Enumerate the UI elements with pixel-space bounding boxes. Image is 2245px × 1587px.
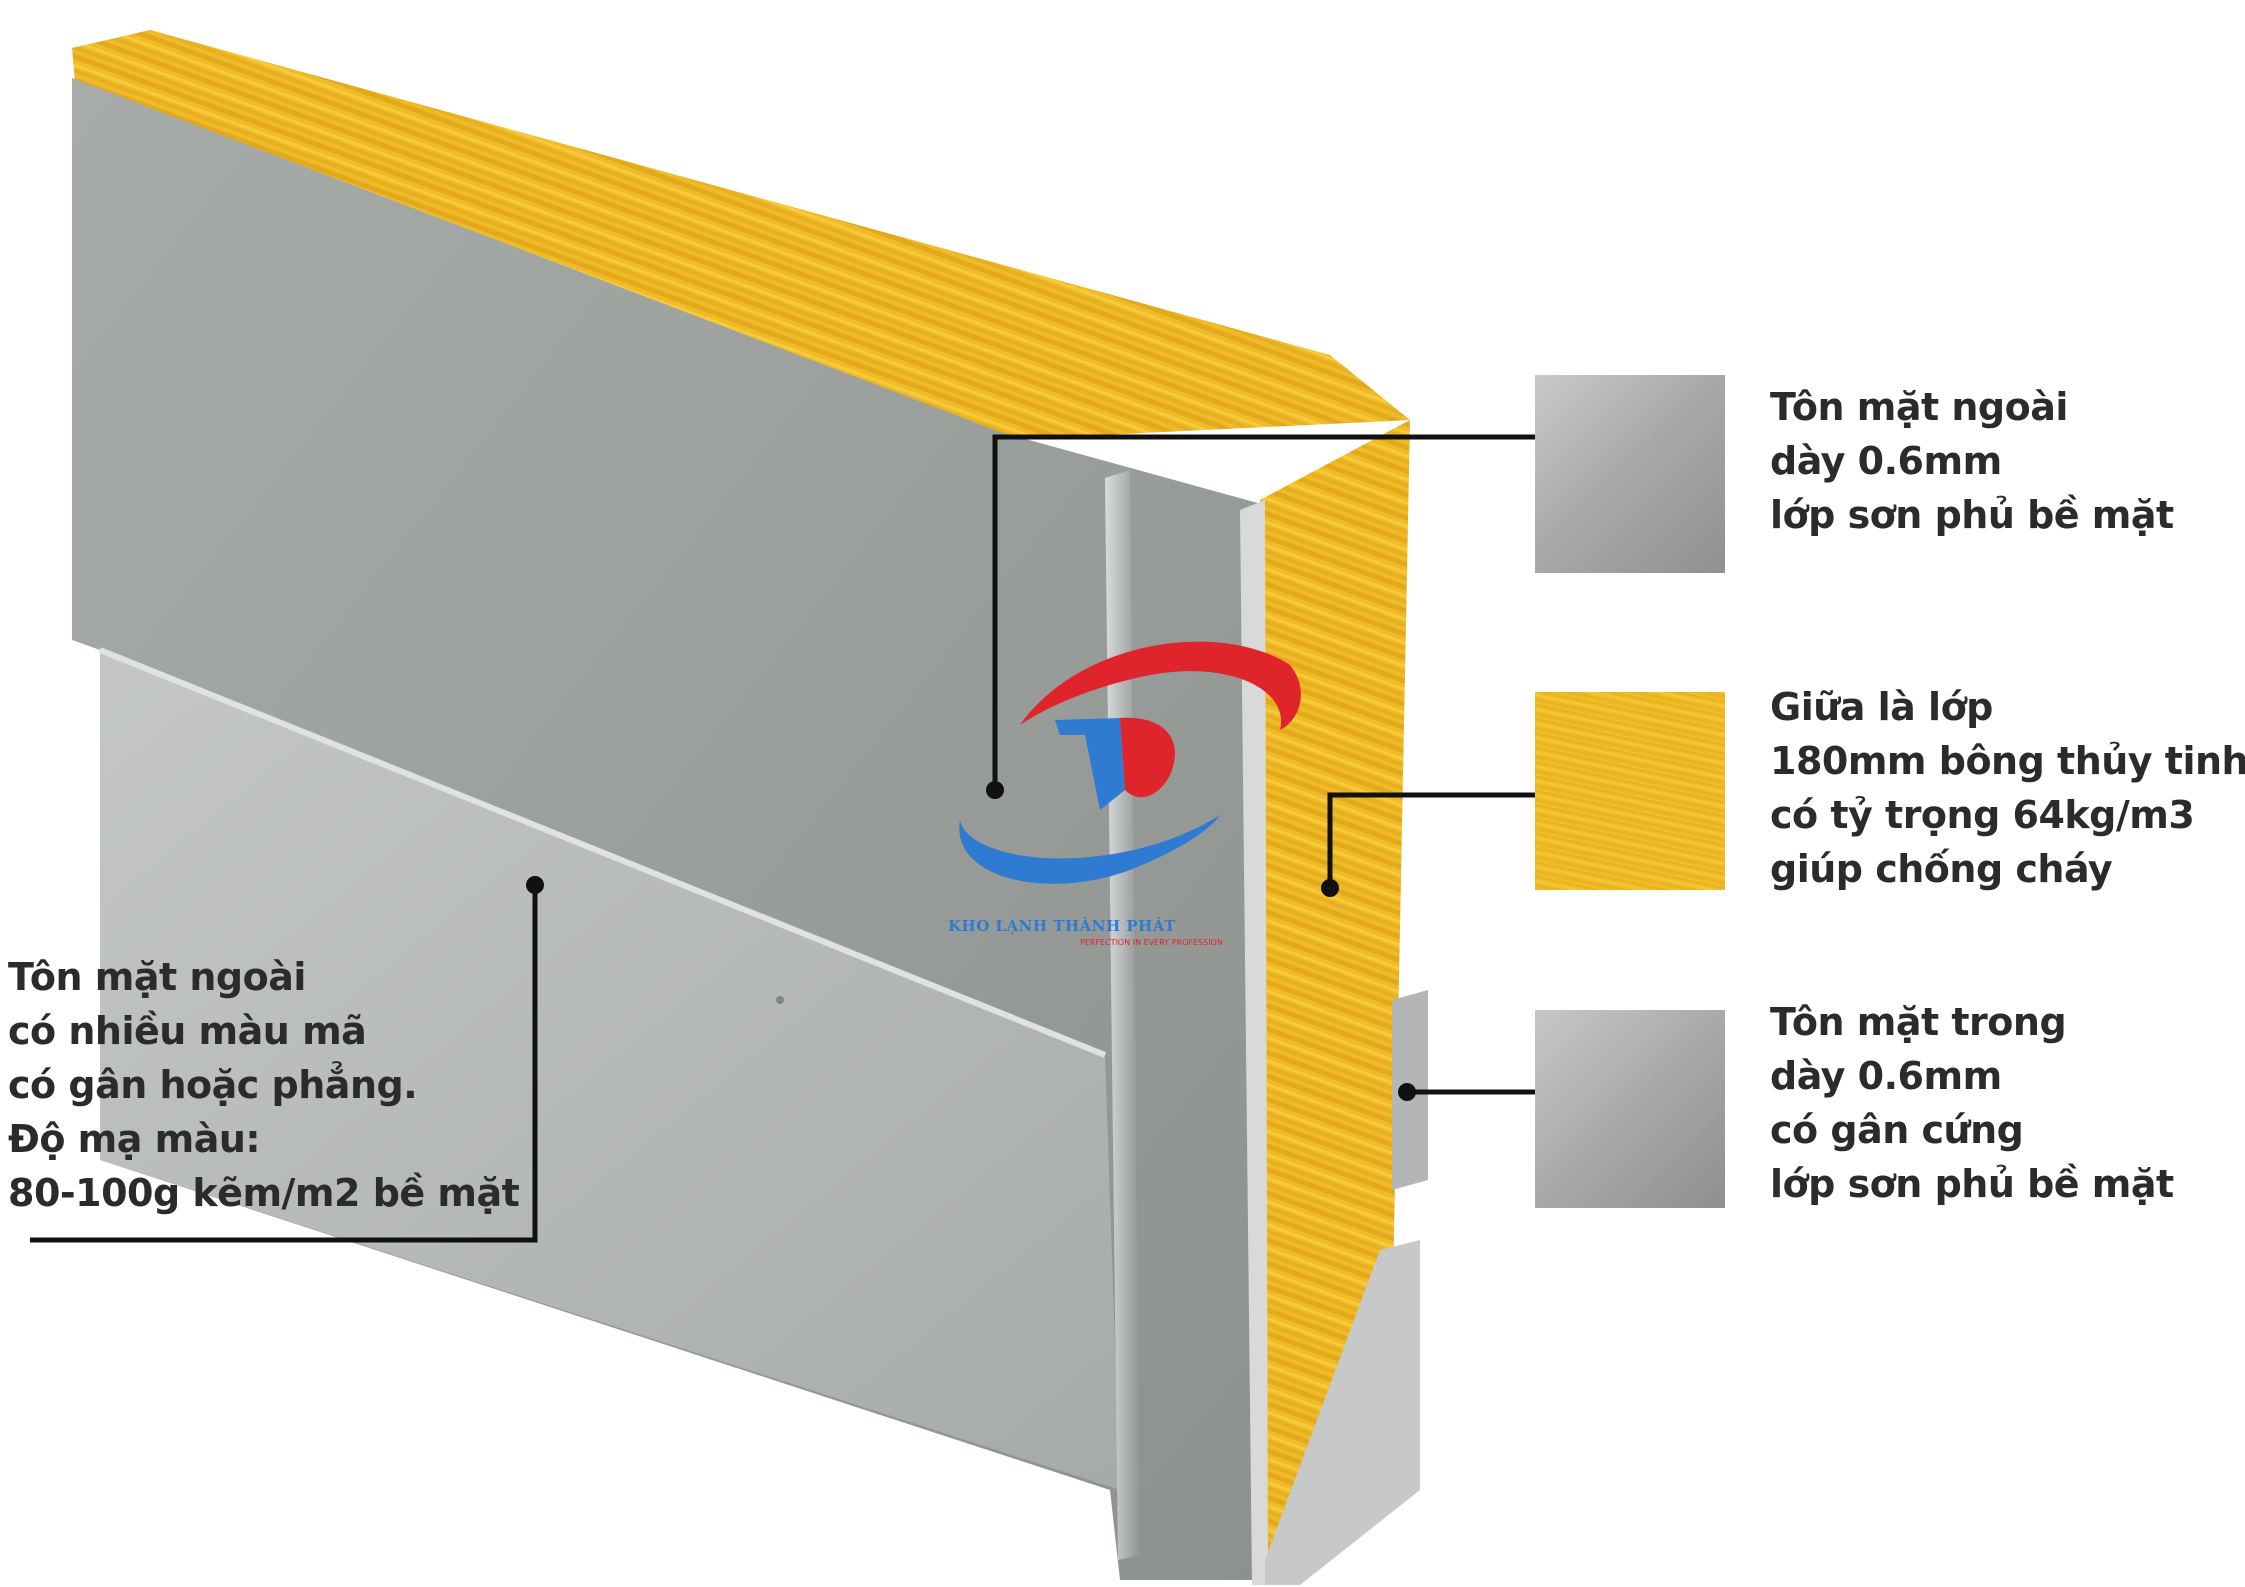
glass-wool-swatch xyxy=(1535,692,1725,890)
callout-outer-steel: Tôn mặt ngoài dày 0.6mm lớp sơn phủ bề m… xyxy=(1770,380,2174,542)
callout-outer-steel-colors: Tôn mặt ngoài có nhiều màu mã có gân hoặ… xyxy=(8,950,520,1220)
tp-swoosh-logo-icon xyxy=(959,641,1301,884)
callout-line: có tỷ trọng 64kg/m3 xyxy=(1770,793,2195,837)
panel-mark xyxy=(776,996,784,1004)
callout-line: có nhiều màu mã xyxy=(8,1009,367,1053)
outer-steel-lower-strip xyxy=(100,650,1120,1490)
leader-dot-core xyxy=(1321,879,1339,897)
leader-dot-outer-right xyxy=(986,781,1004,799)
leader-core xyxy=(1327,792,1535,888)
outer-steel-swatch xyxy=(1535,375,1725,573)
glass-wool-top xyxy=(72,30,1410,440)
callout-line: có gân cứng xyxy=(1770,1108,2024,1152)
callout-line: giúp chống cháy xyxy=(1770,847,2113,891)
callout-line: 80-100g kẽm/m2 bề mặt xyxy=(8,1171,520,1215)
leader-outer-right xyxy=(992,434,1535,790)
leader-dot-inner xyxy=(1398,1083,1416,1101)
callout-line: Tôn mặt ngoài xyxy=(1770,385,2068,429)
callout-line: dày 0.6mm xyxy=(1770,439,2002,483)
callout-line: có gân hoặc phẳng. xyxy=(8,1063,418,1107)
edge-rib-flange xyxy=(1240,500,1268,1585)
callout-line: Tôn mặt ngoài xyxy=(8,955,306,999)
logo-slogan-text: PERFECTION IN EVERY PROFESSION xyxy=(1080,938,1223,947)
strip-edge-line xyxy=(98,647,1107,1058)
callout-line: dày 0.6mm xyxy=(1770,1054,2002,1098)
callout-line: 180mm bông thủy tinh xyxy=(1770,739,2245,783)
callout-line: Giữa là lớp xyxy=(1770,685,1993,729)
callout-inner-steel: Tôn mặt trong dày 0.6mm có gân cứng lớp … xyxy=(1770,995,2174,1211)
leader-dot-outer-left xyxy=(526,876,544,894)
callout-line: Độ mạ màu: xyxy=(8,1117,261,1161)
logo-brand-text: KHO LẠNH THÀNH PHÁT xyxy=(948,917,1176,935)
callout-line: lớp sơn phủ bề mặt xyxy=(1770,1162,2174,1206)
inner-steel-channel xyxy=(1265,1240,1420,1585)
inner-steel-swatch xyxy=(1535,1010,1725,1208)
leader-outer-left xyxy=(30,885,538,1243)
callout-line: Tôn mặt trong xyxy=(1770,1000,2067,1044)
callout-line: lớp sơn phủ bề mặt xyxy=(1770,493,2174,537)
callout-glass-wool-core: Giữa là lớp 180mm bông thủy tinh có tỷ t… xyxy=(1770,680,2245,896)
